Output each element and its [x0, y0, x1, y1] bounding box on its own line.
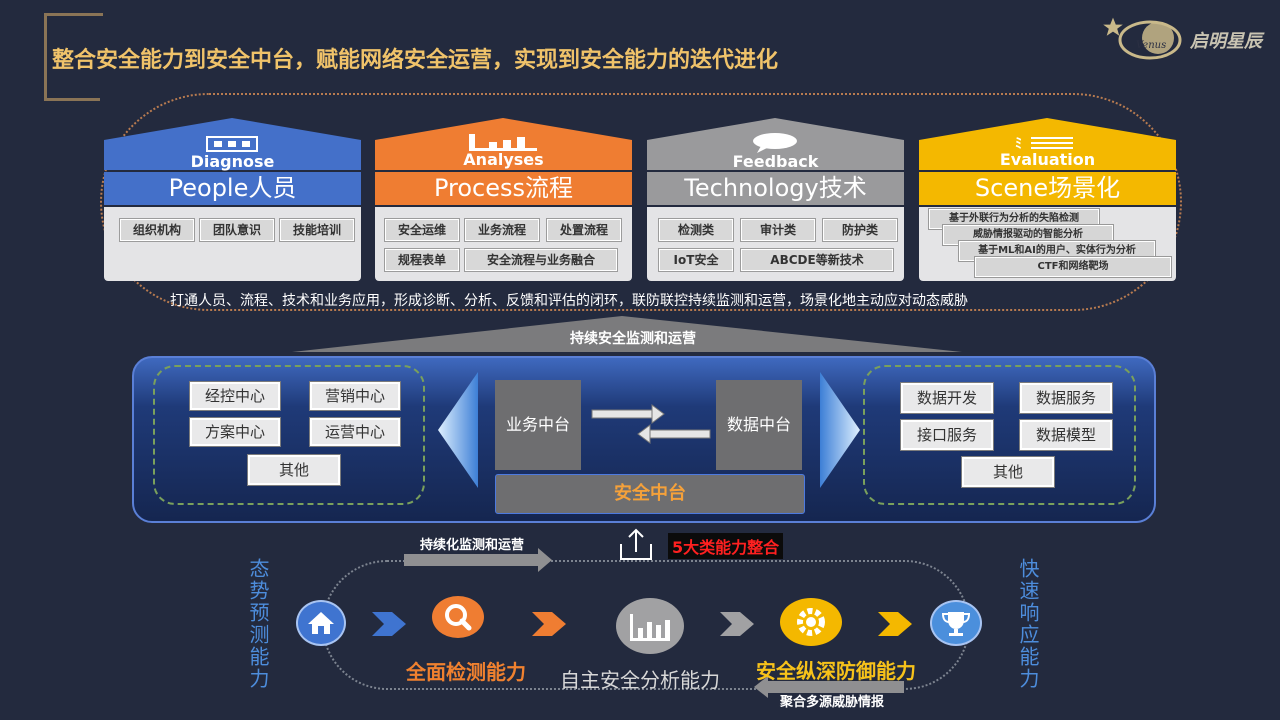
monitoring-triangle	[292, 316, 962, 358]
exchange-arrows	[590, 404, 712, 450]
item-new-tech: ABCDE等新技术	[741, 249, 893, 271]
box-ops-center: 运营中心	[310, 418, 400, 446]
search-icon	[432, 596, 484, 638]
item-dispose-flow: 处置流程	[547, 219, 621, 241]
right-vertical-label: 快速响应能力	[1016, 558, 1040, 690]
column-evaluation: ﾐ Evaluation Scene场景化 基于外联行为分析的失陷检测 威胁情报…	[919, 118, 1176, 281]
item-audit: 审计类	[741, 219, 815, 241]
item-forms: 规程表单	[385, 249, 459, 271]
item-team: 团队意识	[200, 219, 274, 241]
column-en-title: Analyses	[463, 150, 544, 169]
page-title: 整合安全能力到安全中台，赋能网络安全运营，实现到安全能力的迭代进化	[52, 48, 779, 73]
list-icon: ﾐ	[1015, 134, 1077, 156]
gear-icon	[780, 598, 842, 646]
triangle-label: 持续安全监测和运营	[570, 331, 696, 347]
detection-capability: 全面检测能力	[406, 660, 526, 684]
security-platform: 安全中台	[495, 474, 805, 514]
item-fusion: 安全流程与业务融合	[465, 249, 617, 271]
column-diagnose: Diagnose People人员 组织机构 团队意识 技能培训	[104, 118, 361, 281]
analysis-capability: 自主安全分析能力	[560, 668, 720, 692]
column-body: 检测类 审计类 防护类 IoT安全 ABCDE等新技术	[647, 207, 904, 281]
scene-item: CTF和网络靶场	[975, 257, 1171, 277]
column-zh-title: Process流程	[375, 172, 632, 205]
continuous-arrow	[404, 548, 554, 576]
left-chevron	[438, 372, 480, 492]
svg-text:ﾐ: ﾐ	[1015, 136, 1022, 152]
column-en-title: Evaluation	[999, 150, 1096, 169]
column-en-title: Diagnose	[190, 152, 275, 171]
org-chart-icon	[206, 136, 258, 156]
box-solution-center: 方案中心	[190, 418, 280, 446]
bar-chart-icon	[616, 598, 684, 654]
left-vertical-label: 态势预测能力	[246, 558, 270, 690]
continuous-label: 持续化监测和运营	[420, 538, 525, 553]
right-dash-box	[863, 365, 1136, 505]
item-ops: 安全运维	[385, 219, 459, 241]
threat-intel-label: 聚合多源威胁情报	[780, 695, 885, 710]
box-api-service: 接口服务	[901, 420, 993, 450]
column-zh-title: People人员	[104, 172, 361, 205]
home-icon	[296, 600, 346, 646]
top-frame	[100, 93, 1182, 311]
brand-name: 启明星辰	[1190, 31, 1262, 52]
column-body: 组织机构 团队意识 技能培训	[104, 207, 361, 281]
column-body: 安全运维 业务流程 处置流程 规程表单 安全流程与业务融合	[375, 207, 632, 281]
item-detect: 检测类	[659, 219, 733, 241]
column-en-title: Feedback	[732, 152, 819, 171]
trophy-icon	[930, 600, 982, 646]
chevron-gold-icon	[878, 612, 912, 640]
column-zh-title: Technology技术	[647, 172, 904, 205]
item-biz-flow: 业务流程	[465, 219, 539, 241]
box-data-model: 数据模型	[1020, 420, 1112, 450]
data-platform: 数据中台	[716, 380, 802, 470]
chevron-blue-icon	[372, 612, 406, 640]
column-feedback: Feedback Technology技术 检测类 审计类 防护类 IoT安全 …	[647, 118, 904, 281]
box-marketing-center: 营销中心	[310, 382, 400, 410]
item-iot: IoT安全	[659, 249, 733, 271]
column-analyses: Analyses Process流程 安全运维 业务流程 处置流程 规程表单 安…	[375, 118, 632, 281]
item-org: 组织机构	[120, 219, 194, 241]
chevron-gray-icon	[720, 612, 754, 640]
defense-capability: 安全纵深防御能力	[756, 659, 916, 683]
box-data-dev: 数据开发	[901, 383, 993, 413]
column-body: 基于外联行为分析的失陷检测 威胁情报驱动的智能分析 基于ML和AI的用户、实体行…	[919, 207, 1176, 281]
brand-logo: Venus	[1100, 8, 1184, 64]
right-chevron	[818, 372, 860, 492]
box-right-other: 其他	[962, 457, 1054, 487]
closed-loop-text: 打通人员、流程、技术和业务应用，形成诊断、分析、反馈和评估的闭环，联防联控持续监…	[170, 293, 968, 309]
column-zh-title: Scene场景化	[919, 172, 1176, 205]
brand-logo-icon: Venus	[1103, 17, 1182, 60]
chevron-orange-icon	[532, 612, 566, 640]
item-protect: 防护类	[823, 219, 897, 241]
title-bracket	[44, 13, 103, 101]
integration-label: 5大类能力整合	[668, 533, 784, 559]
bar-chart-icon	[467, 132, 539, 156]
upload-icon	[618, 526, 654, 566]
chat-bubble-icon	[747, 132, 805, 158]
threat-intel-arrow	[754, 676, 906, 702]
box-left-other: 其他	[248, 455, 340, 485]
left-dash-box	[153, 365, 425, 505]
brand-logo-word: Venus	[1136, 40, 1166, 51]
box-control-center: 经控中心	[190, 382, 280, 410]
box-data-service: 数据服务	[1020, 383, 1112, 413]
business-platform: 业务中台	[495, 380, 581, 470]
item-skill: 技能培训	[280, 219, 354, 241]
